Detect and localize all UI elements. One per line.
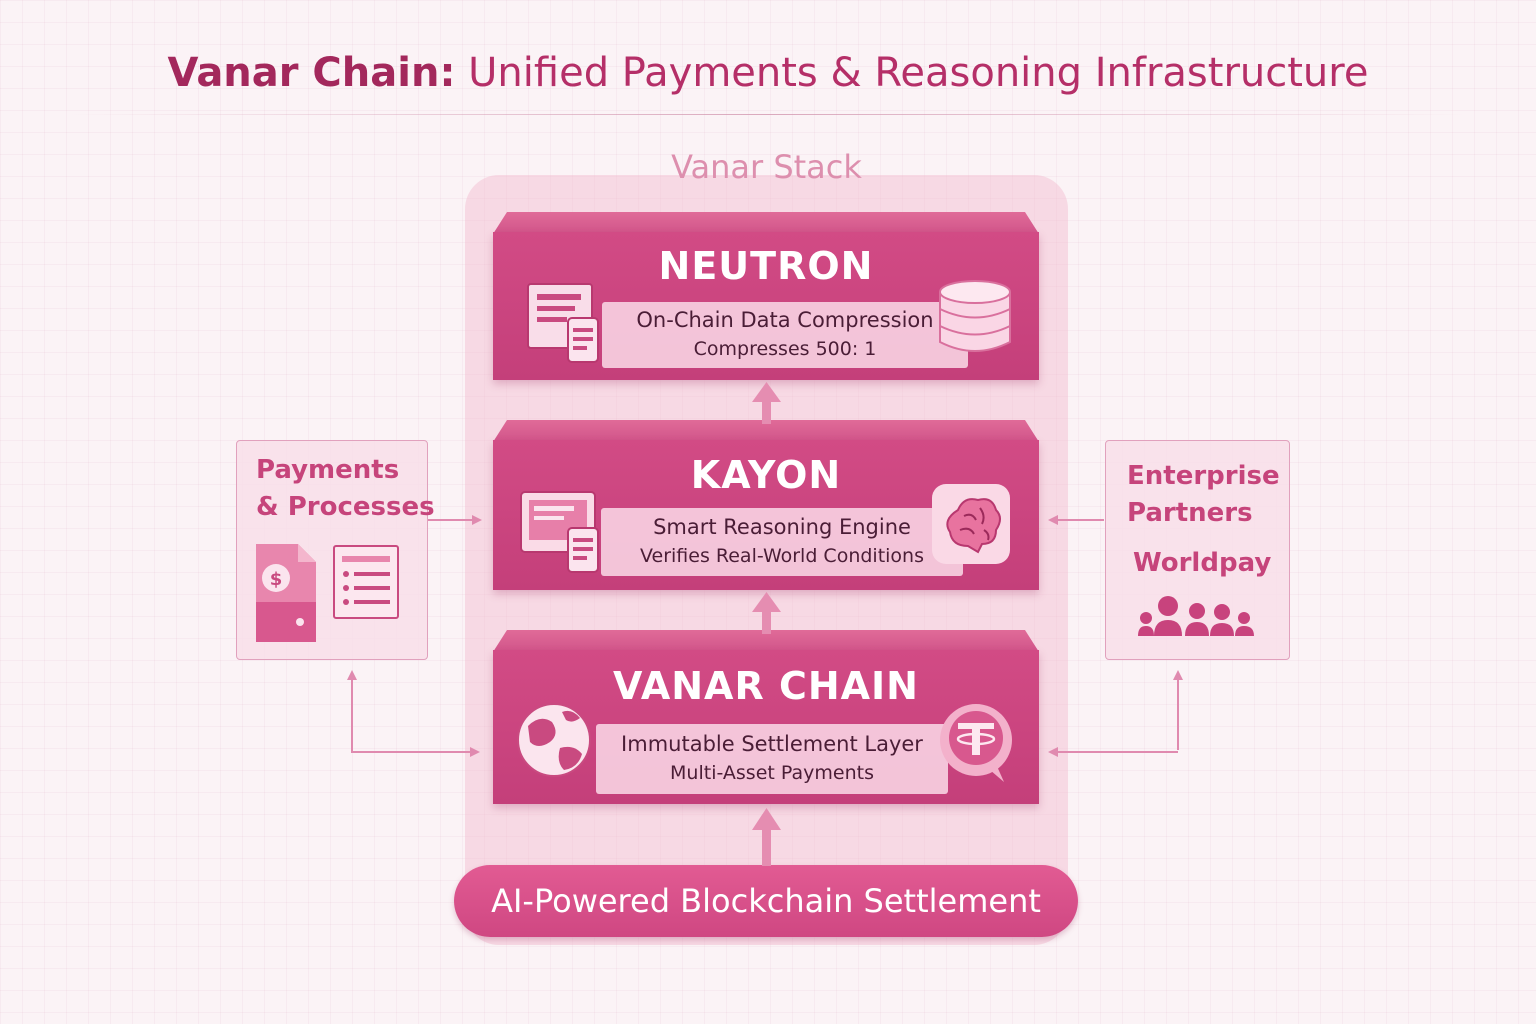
checklist-icon xyxy=(333,545,399,619)
vanar-chain-description: Immutable Settlement Layer Multi-Asset P… xyxy=(596,724,948,794)
kayon-title: KAYON xyxy=(690,453,842,497)
neutron-title: NEUTRON xyxy=(658,244,874,288)
document-icon xyxy=(527,283,599,363)
foundation-pill xyxy=(454,865,1078,937)
svg-text:$: $ xyxy=(270,569,283,590)
payments-label: Payments & Processes xyxy=(256,452,435,526)
enterprise-line1: Enterprise xyxy=(1127,461,1280,491)
title-rest: Unified Payments & Reasoning Infrastruct… xyxy=(455,50,1369,96)
payments-line2: & Processes xyxy=(256,492,435,522)
brain-icon xyxy=(932,484,1010,564)
title-strong: Vanar Chain: xyxy=(167,50,456,96)
kayon-line2: Verifies Real-World Conditions xyxy=(640,545,924,567)
kayon-block-top xyxy=(493,420,1039,442)
vanar-chain-block-top xyxy=(493,630,1039,652)
tether-coin-icon xyxy=(940,704,1012,782)
payments-line1: Payments xyxy=(256,455,400,485)
neutron-line1: On-Chain Data Compression xyxy=(636,308,934,332)
dollar-document-icon: $ xyxy=(256,544,316,642)
arrow-vanar-chain-to-payments xyxy=(347,670,476,753)
title-divider xyxy=(70,114,1466,115)
arrow-foundation-to-vanar-chain xyxy=(752,808,781,866)
enterprise-line2: Partners xyxy=(1127,498,1253,528)
page-title: Vanar Chain: Unified Payments & Reasonin… xyxy=(0,50,1536,96)
kayon-description: Smart Reasoning Engine Verifies Real-Wor… xyxy=(601,508,963,576)
partner-worldpay: Worldpay xyxy=(1133,548,1272,578)
monitor-icon xyxy=(520,491,599,573)
vanar-chain-line1: Immutable Settlement Layer xyxy=(621,732,923,756)
people-group-icon xyxy=(1138,596,1254,636)
neutron-block-top xyxy=(493,212,1039,234)
kayon-line1: Smart Reasoning Engine xyxy=(653,515,911,539)
globe-icon xyxy=(517,703,591,777)
arrow-vanar-chain-to-kayon xyxy=(752,592,781,634)
neutron-line2: Compresses 500: 1 xyxy=(693,338,877,360)
arrow-kayon-to-neutron xyxy=(752,382,781,424)
database-icon xyxy=(939,280,1011,352)
foundation-label: AI-Powered Blockchain Settlement xyxy=(491,882,1041,920)
vanar-chain-title: VANAR CHAIN xyxy=(613,664,919,708)
enterprise-label: Enterprise Partners xyxy=(1127,458,1280,532)
stack-label: Vanar Stack xyxy=(671,148,862,186)
vanar-chain-line2: Multi-Asset Payments xyxy=(670,762,874,784)
neutron-description: On-Chain Data Compression Compresses 500… xyxy=(602,302,968,368)
